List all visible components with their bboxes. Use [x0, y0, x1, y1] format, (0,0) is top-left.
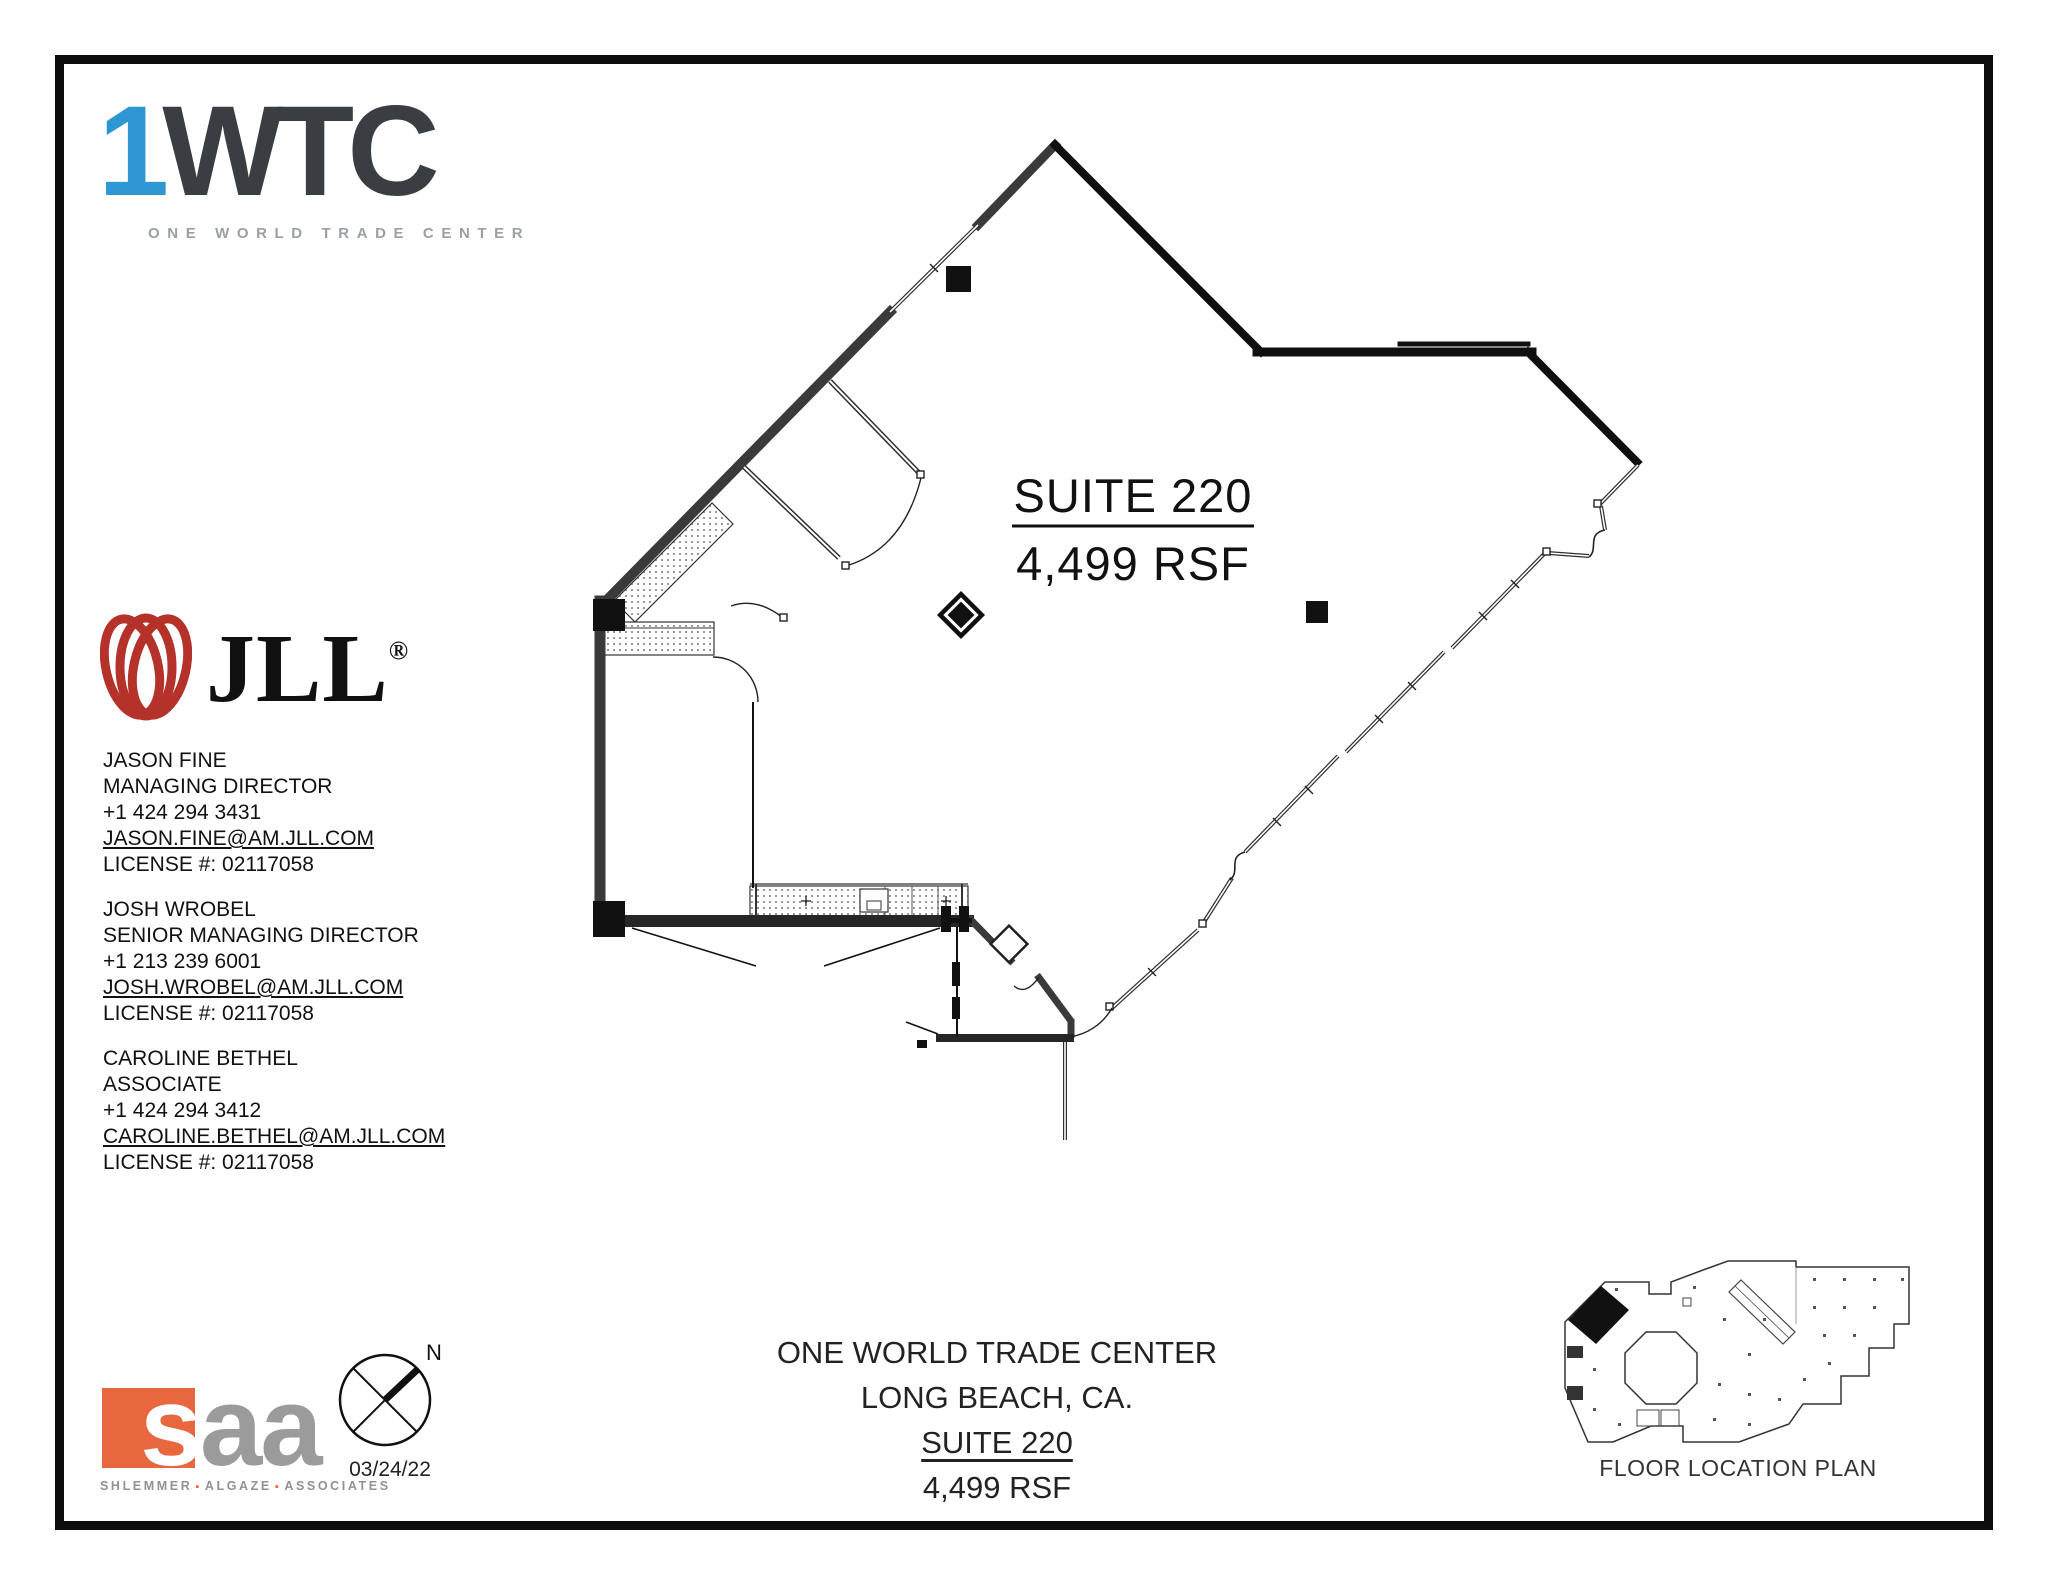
- contact-phone: +1 424 294 3412: [103, 1099, 262, 1122]
- title-suite: SUITE 220: [921, 1425, 1073, 1460]
- saa-letters-aa: aa: [200, 1364, 323, 1489]
- contact-email-link[interactable]: JOSH.WROBEL@AM.JLL.COM: [103, 976, 404, 999]
- contact-title: SENIOR MANAGING DIRECTOR: [103, 924, 419, 947]
- title-location: LONG BEACH, CA.: [860, 1380, 1134, 1415]
- office-partitions: [712, 379, 925, 888]
- contact-email-link[interactable]: CAROLINE.BETHEL@AM.JLL.COM: [103, 1125, 446, 1148]
- jll-registered-mark: ®: [388, 636, 409, 665]
- plan-rsf-value: 4,499 RSF: [1016, 537, 1250, 590]
- wtc-logo: 1WTC ONE WORLD TRADE CENTER: [98, 88, 531, 242]
- contact-card: JASON FINE MANAGING DIRECTOR +1 424 294 …: [103, 748, 445, 878]
- contact-name: JOSH WROBEL: [103, 898, 256, 921]
- page-border: [55, 55, 1993, 1530]
- jll-rings-icon: [100, 613, 192, 721]
- saa-bullet-icon: ▪: [274, 1481, 282, 1493]
- floor-location-plan-caption: FLOOR LOCATION PLAN: [1599, 1455, 1877, 1481]
- structural-columns: [593, 266, 1328, 937]
- entry-vestibule: [917, 906, 1113, 1048]
- plan-suite-number: SUITE 220: [1014, 469, 1253, 522]
- saa-orange-square-icon: [102, 1388, 195, 1468]
- saa-logo: s aa SHLEMMER▪ALGAZE▪ASSOCIATES: [100, 1364, 460, 1493]
- wtc-logo-one: 1: [98, 80, 169, 223]
- wtc-logo-subtitle: ONE WORLD TRADE CENTER: [148, 225, 531, 242]
- jll-wordmark: JLL®: [206, 615, 409, 723]
- contact-email-link[interactable]: JASON.FINE@AM.JLL.COM: [103, 827, 375, 850]
- contact-name: JASON FINE: [103, 749, 227, 772]
- suite-floor-plan-drawing: SUITE 220 4,499 RSF: [592, 138, 1643, 1140]
- title-block: ONE WORLD TRADE CENTER LONG BEACH, CA. S…: [757, 1330, 1237, 1510]
- title-building: ONE WORLD TRADE CENTER: [776, 1335, 1218, 1370]
- glass-jambs: [1105, 499, 1602, 1011]
- title-rsf: 4,499 RSF: [922, 1470, 1072, 1505]
- contact-phone: +1 424 294 3431: [103, 801, 262, 824]
- contact-license: LICENSE #: 02117058: [103, 853, 314, 876]
- exterior-walls: [592, 138, 1643, 927]
- contact-card: CAROLINE BETHEL ASSOCIATE +1 424 294 341…: [103, 1046, 445, 1176]
- window-sill-hatch: [603, 502, 734, 656]
- window-mullion-ticks: [1147, 579, 1520, 977]
- saa-bullet-icon: ▪: [195, 1481, 202, 1493]
- broker-contact-list: JASON FINE MANAGING DIRECTOR +1 424 294 …: [103, 748, 445, 1195]
- reception-counter: [749, 883, 969, 917]
- contact-card: JOSH WROBEL SENIOR MANAGING DIRECTOR +1 …: [103, 897, 445, 1027]
- suite-area-label: SUITE 220 4,499 RSF: [1012, 469, 1254, 590]
- miniplan-suite-highlight: [1568, 1286, 1629, 1344]
- miniplan-escalator: [1728, 1279, 1796, 1345]
- glass-curtain-wall: [1063, 463, 1640, 1140]
- north-arrow-compass-icon: N: [338, 1342, 442, 1447]
- miniplan-column-dots: [1593, 1278, 1904, 1426]
- contact-phone: +1 213 239 6001: [103, 950, 262, 973]
- saa-tagline: SHLEMMER▪ALGAZE▪ASSOCIATES: [100, 1479, 391, 1493]
- miniplan-atrium-core: [1624, 1331, 1698, 1405]
- door-leaf-lines: [631, 927, 941, 1035]
- contact-license: LICENSE #: 02117058: [103, 1002, 314, 1025]
- contact-title: ASSOCIATE: [103, 1073, 222, 1096]
- wtc-logo-wtc: WTC: [162, 80, 439, 223]
- floor-location-plan-thumbnail: [1564, 1260, 1910, 1443]
- contact-name: CAROLINE BETHEL: [103, 1047, 298, 1070]
- jll-logo: JLL®: [100, 612, 408, 722]
- contact-title: MANAGING DIRECTOR: [103, 775, 333, 798]
- saa-logo-mark: s aa: [100, 1364, 460, 1489]
- contact-license: LICENSE #: 02117058: [103, 1151, 314, 1174]
- plan-date: 03/24/22: [349, 1458, 431, 1481]
- saa-letter-s: s: [140, 1364, 203, 1489]
- diamond-column: [936, 590, 986, 640]
- compass-north-label: N: [426, 1342, 442, 1365]
- window-wall-segment: [888, 223, 980, 314]
